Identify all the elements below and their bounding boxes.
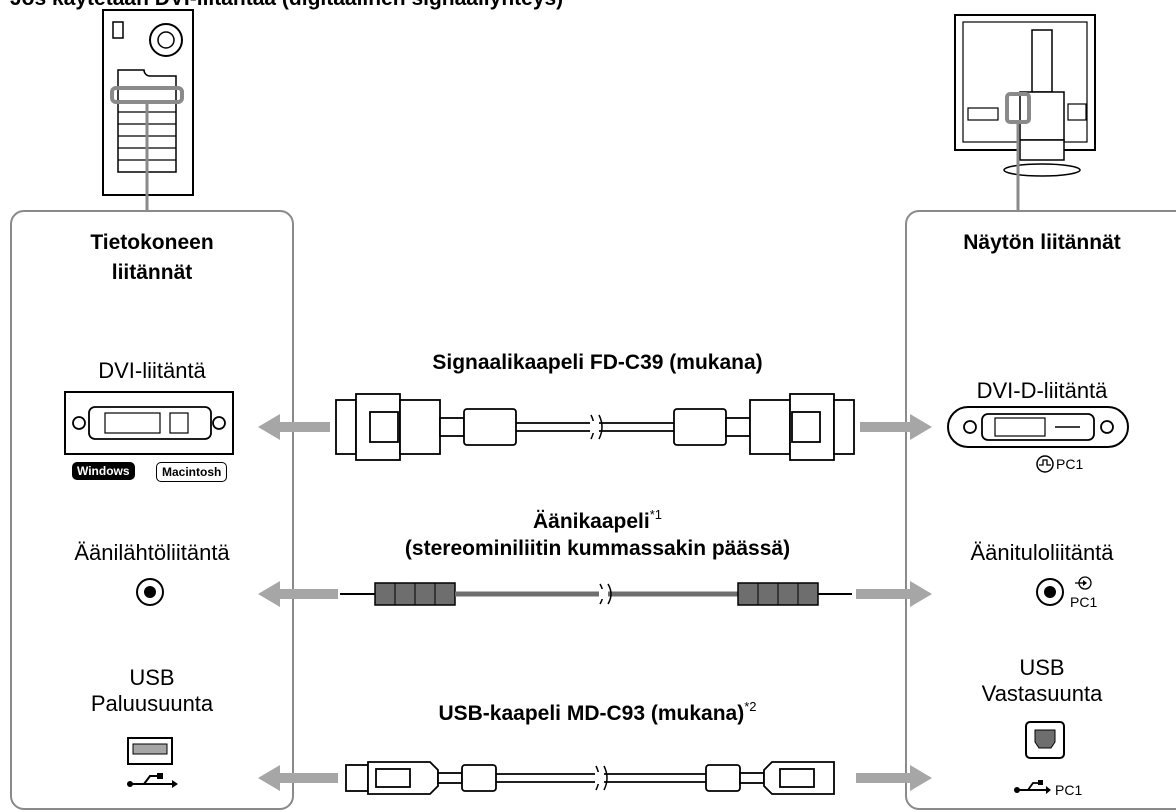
- monitor-ports-heading: Näytön liitännät: [963, 231, 1121, 254]
- computer-ports-panel: [10, 210, 294, 810]
- signal-arrow-right: [860, 414, 932, 440]
- monitor-usb-input-label: PC1: [1055, 782, 1083, 798]
- computer-ports-heading: Tietokoneen liitännät: [90, 231, 214, 284]
- pc-usb-port-label: USB Paluusuunta: [90, 665, 214, 716]
- audio-arrow-right: [856, 581, 932, 607]
- pc-audio-port-label: Äänilähtöliitäntä: [74, 540, 230, 565]
- monitor-audio-input-label: PC1: [1070, 594, 1098, 610]
- windows-badge: Windows: [72, 462, 135, 480]
- audio-arrow-left: [258, 581, 338, 607]
- signal-cable-label: Signaalikaapeli FD-C39 (mukana): [432, 351, 763, 374]
- signal-arrow-left: [258, 414, 330, 440]
- monitor-ports-panel: [905, 210, 1176, 810]
- usb-cable-footnote: *2: [744, 699, 757, 714]
- pc-dvi-port-label: DVI-liitäntä: [98, 358, 206, 383]
- macintosh-badge: Macintosh: [156, 462, 228, 482]
- usb-arrow-left: [258, 765, 338, 791]
- page-title: Jos käytetään DVI-liitäntää (digitaaline…: [10, 0, 563, 14]
- audio-cable-sublabel: (stereominiliitin kummassakin päässä): [404, 537, 791, 560]
- usb-arrow-right: [856, 765, 932, 791]
- monitor-dvi-input-label: PC1: [1056, 456, 1084, 472]
- audio-cable-label: Äänikaapeli*1: [532, 507, 663, 533]
- usb-cable-label: USB-kaapeli MD-C93 (mukana)*2: [438, 699, 757, 725]
- monitor-audio-port-label: Äänituloliitäntä: [970, 540, 1114, 565]
- audio-cable-footnote: *1: [649, 507, 663, 522]
- monitor-usb-port-label: USB Vastasuunta: [981, 655, 1103, 706]
- monitor-dvi-port-label: DVI-D-liitäntä: [976, 378, 1108, 403]
